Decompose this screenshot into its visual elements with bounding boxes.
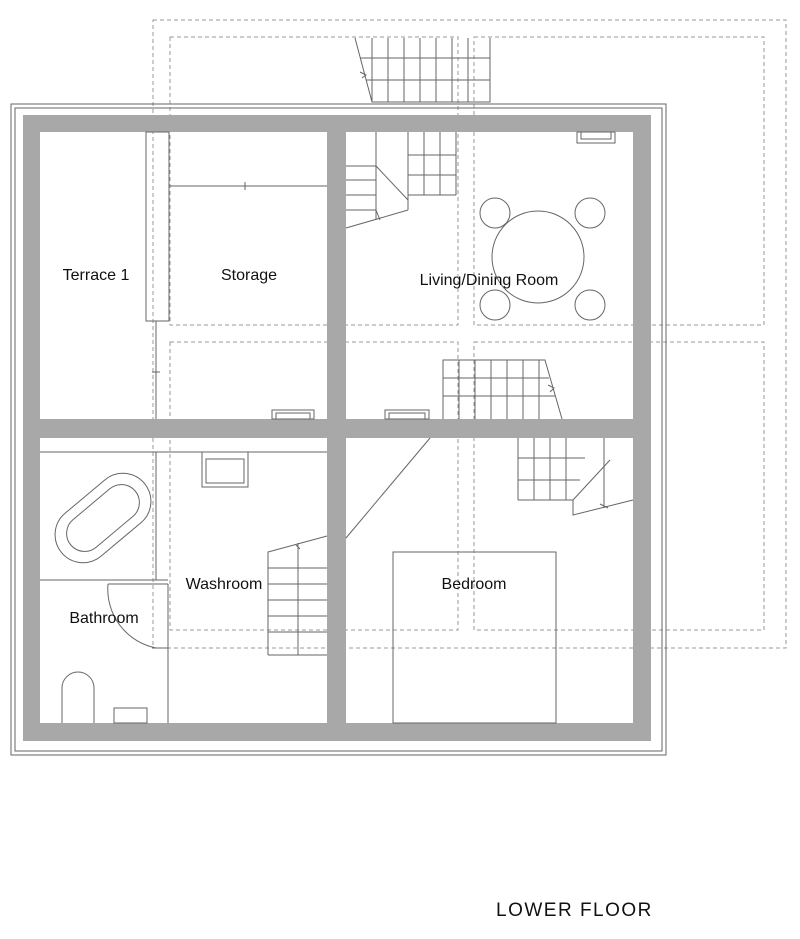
room-label-living-dining: Living/Dining Room bbox=[420, 272, 559, 289]
washroom-fixtures bbox=[155, 451, 328, 656]
bathroom-fixtures bbox=[40, 451, 327, 724]
bedroom-fixtures bbox=[345, 437, 634, 724]
upper-staircase bbox=[354, 37, 491, 103]
living-room-lower-staircase bbox=[442, 359, 563, 420]
sink bbox=[113, 707, 148, 724]
room-label-washroom: Washroom bbox=[186, 576, 263, 593]
room-label-bedroom: Bedroom bbox=[442, 576, 507, 593]
living-room-staircase bbox=[345, 132, 457, 229]
room-label-terrace: Terrace 1 bbox=[63, 267, 130, 284]
dining-chair bbox=[574, 289, 606, 321]
storage-partition bbox=[145, 131, 327, 420]
upper-floor-outline bbox=[152, 19, 787, 649]
outer-wall-outline bbox=[10, 103, 667, 756]
dining-chair bbox=[574, 197, 606, 229]
toilet bbox=[61, 671, 95, 723]
dining-table bbox=[491, 210, 585, 304]
walls bbox=[23, 115, 651, 741]
living-room-furniture bbox=[384, 131, 616, 420]
bathtub bbox=[54, 472, 152, 564]
floor-title: LOWER FLOOR bbox=[496, 900, 653, 921]
room-label-storage: Storage bbox=[221, 267, 277, 284]
dining-chair bbox=[479, 197, 511, 229]
dining-chair bbox=[479, 289, 511, 321]
room-label-bathroom: Bathroom bbox=[69, 610, 138, 627]
bed bbox=[392, 551, 557, 724]
